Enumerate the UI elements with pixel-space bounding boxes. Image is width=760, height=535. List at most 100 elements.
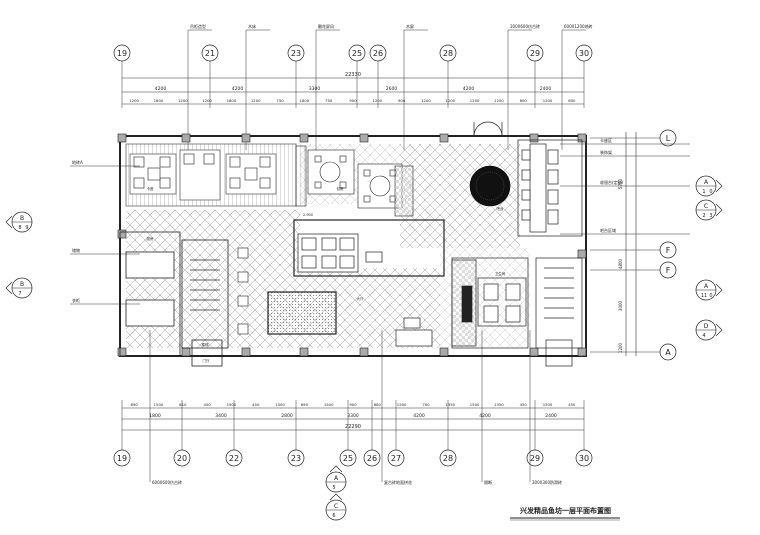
- section-mark: D4: [695, 319, 723, 341]
- axis-bubble: 22: [225, 449, 243, 467]
- dim-value: 450: [252, 402, 260, 407]
- axis-bubble: 29: [526, 44, 544, 62]
- drawing-title-block: 兴发精品鱼坊一层平面布置图: [510, 506, 620, 521]
- axis-label: 25: [343, 454, 353, 463]
- dim-value: 1200: [251, 98, 261, 103]
- mark-letter: A: [334, 475, 339, 482]
- dim-value: 1200: [202, 98, 212, 103]
- dim-value: 2400: [545, 413, 557, 419]
- mark-letter: C: [334, 503, 338, 510]
- room-label: 包房: [337, 186, 345, 191]
- axis-bubble: 26: [363, 449, 381, 467]
- dim-value: 1500: [154, 402, 164, 407]
- right-booths: [517, 139, 583, 237]
- dim-value: 1200: [470, 98, 480, 103]
- dim-value: 750: [276, 98, 284, 103]
- dim-value: 1200: [494, 98, 504, 103]
- axis-label: A: [665, 348, 671, 357]
- dim-value: 1200: [543, 98, 553, 103]
- left-rooms: [119, 231, 229, 367]
- axis-label: 22: [229, 454, 239, 463]
- axis-bubble: 30: [575, 44, 593, 62]
- axis-bubble: 19: [113, 44, 131, 62]
- note-text: 300X300防滑砖: [532, 479, 562, 485]
- mark-sheet: 9: [25, 225, 28, 231]
- leader-note: 衣柜: [70, 297, 140, 305]
- total-dim-top: 22330: [345, 72, 361, 78]
- dim-value: 4200: [155, 86, 167, 92]
- leader-note: 卡座区: [560, 137, 690, 145]
- dim-value: 3000: [618, 300, 623, 311]
- axis-bubble: 30: [575, 449, 593, 467]
- dim-value: 700: [422, 402, 430, 407]
- dim-value: 1200: [618, 342, 623, 353]
- note-text: 复古砖地面拼花: [384, 479, 412, 485]
- dim-value: 3300: [347, 413, 359, 419]
- dim-value: 690: [301, 402, 309, 407]
- room-label: 卫生间: [495, 271, 506, 276]
- top-dimensions: [122, 77, 584, 105]
- note-text: 木屏: [406, 23, 414, 29]
- note-text: 卡座区: [600, 137, 612, 143]
- bottom-notes: 600X600仿古砖复古砖地面拼花 隔断 300X300防滑砖: [149, 330, 562, 485]
- note-text: 雕花屏风: [318, 23, 334, 29]
- mark-number: 4: [702, 333, 705, 339]
- total-dim-bottom: 22290: [345, 424, 361, 430]
- dim-value: 1200: [372, 98, 382, 103]
- lounge-sofa: [395, 317, 433, 347]
- dim-value: 810: [179, 402, 187, 407]
- dim-value: 900: [349, 402, 357, 407]
- dim-value: 1200: [129, 98, 139, 103]
- leader-note: 600X600仿古砖: [149, 330, 182, 485]
- dim-value: 450: [520, 402, 528, 407]
- axis-bubble: F: [590, 241, 677, 259]
- mark-letter: B: [20, 215, 24, 222]
- dim-value: 1500: [397, 402, 407, 407]
- dim-value: 450: [203, 402, 211, 407]
- note-text: 木床: [248, 23, 256, 29]
- leader-note: 300X600仿古砖: [507, 23, 540, 150]
- section-mark: B7: [5, 277, 33, 299]
- dim-value: 4200: [232, 86, 244, 92]
- dim-value: 1500: [470, 402, 480, 407]
- dim-value: 1500: [275, 402, 285, 407]
- main-entrance: [473, 121, 503, 137]
- axis-bubble: 28: [439, 44, 457, 62]
- dim-value: 1500: [543, 402, 553, 407]
- axis-bubble: 26: [369, 44, 387, 62]
- right-stair: [535, 257, 583, 367]
- axis-bubble: 21: [201, 44, 219, 62]
- room-label: 门厅: [203, 358, 210, 363]
- axis-label: 30: [579, 49, 589, 58]
- mark-letter: D: [704, 323, 709, 330]
- dim-value: 1500: [324, 402, 334, 407]
- mark-letter: C: [704, 203, 708, 210]
- dim-value: 4200: [479, 413, 491, 419]
- leader-note: 吧台区域: [560, 227, 690, 235]
- aisle-chairs: [237, 247, 249, 335]
- note-text: 吊柜造型: [190, 23, 206, 29]
- mark-sheet: 0: [709, 189, 712, 195]
- axis-bubble: 25: [339, 449, 357, 467]
- mark-number: 7: [18, 291, 21, 297]
- axis-label: 19: [117, 49, 127, 58]
- leader-note: 隔断: [481, 330, 492, 485]
- note-text: 装饰架: [600, 149, 612, 155]
- dim-value: 1350: [494, 402, 504, 407]
- dim-value: 1500: [227, 402, 237, 407]
- mark-letter: A: [704, 179, 709, 186]
- axis-bubble: 28: [439, 449, 457, 467]
- dim-value: 1200: [421, 98, 431, 103]
- note-text: 储物: [72, 247, 80, 253]
